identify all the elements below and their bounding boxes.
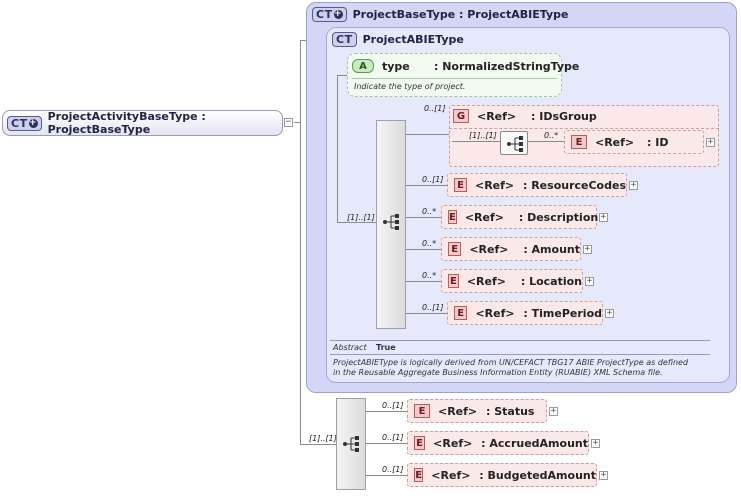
- collapse-toggle[interactable]: −: [284, 117, 293, 127]
- element-location[interactable]: E <Ref>: Location: [441, 269, 583, 293]
- element-icon: E: [448, 274, 459, 288]
- sequence-cardinality: [1]..[1]: [347, 213, 375, 222]
- element-id[interactable]: E <Ref>: ID: [564, 130, 704, 154]
- complex-type-icon: CT+: [7, 115, 42, 131]
- element-icon: E: [448, 242, 462, 256]
- sequence-icon: [341, 435, 361, 457]
- abstract-value: True: [376, 343, 396, 352]
- complex-type-icon: CT: [332, 32, 357, 47]
- inner-type-title: CT ProjectABIEType: [332, 32, 464, 47]
- amount-cardinality: 0..*: [422, 239, 437, 248]
- element-icon: E: [414, 468, 424, 482]
- timeperiod-cardinality: 0..[1]: [422, 303, 444, 312]
- type-documentation-line1: ProjectABIEType is logically derived fro…: [333, 358, 689, 367]
- abstract-label: Abstract: [333, 343, 367, 352]
- outer-sequence-cardinality: [1]..[1]: [309, 434, 337, 443]
- sequence-icon: [381, 213, 401, 235]
- element-icon: E: [448, 210, 457, 224]
- attribute-icon: A: [352, 59, 374, 73]
- expand-toggle[interactable]: +: [599, 470, 608, 480]
- location-cardinality: 0..*: [422, 271, 437, 280]
- group-cardinality: 0..[1]: [424, 104, 446, 113]
- type-documentation-line2: in the Reusable Aggregate Business Infor…: [333, 368, 663, 377]
- accruedamount-cardinality: 0..[1]: [382, 433, 404, 442]
- status-cardinality: 0..[1]: [382, 401, 404, 410]
- attribute-documentation: Indicate the type of project.: [354, 82, 466, 91]
- element-icon: E: [454, 178, 467, 192]
- expand-toggle[interactable]: +: [591, 438, 600, 448]
- group-header: G <Ref>: IDsGroup: [453, 109, 597, 123]
- element-icon: E: [414, 436, 426, 450]
- expand-toggle[interactable]: +: [583, 244, 592, 254]
- element-description[interactable]: E <Ref>: Description: [441, 205, 598, 229]
- root-type-label: ProjectActivityBaseType : ProjectBaseTyp…: [47, 110, 206, 136]
- element-status[interactable]: E <Ref>: Status: [407, 399, 547, 423]
- expand-toggle[interactable]: +: [629, 180, 638, 190]
- expand-toggle[interactable]: +: [585, 276, 594, 286]
- element-resourcecodes[interactable]: E <Ref>: ResourceCodes: [447, 173, 627, 197]
- element-icon: E: [414, 404, 430, 418]
- element-amount[interactable]: E <Ref>: Amount: [441, 237, 581, 261]
- attribute-name: type: [382, 59, 410, 73]
- element-icon: E: [571, 135, 587, 149]
- expand-toggle[interactable]: +: [605, 308, 614, 318]
- group-sequence-cardinality: [1]..[1]: [469, 131, 497, 140]
- attribute-type[interactable]: A type : NormalizedStringType Indicate t…: [347, 53, 579, 97]
- outer-type-title: CT+ ProjectBaseType : ProjectABIEType: [312, 7, 568, 22]
- group-sequence-compositor: [500, 131, 528, 155]
- element-accruedamount[interactable]: E <Ref>: AccruedAmount: [407, 431, 589, 455]
- expand-toggle[interactable]: +: [549, 406, 558, 416]
- id-cardinality: 0..*: [544, 131, 559, 140]
- element-timeperiod[interactable]: E <Ref>: TimePeriod: [447, 301, 603, 325]
- expand-toggle[interactable]: +: [706, 137, 715, 147]
- element-budgetedamount[interactable]: E <Ref>: BudgetedAmount: [407, 463, 597, 487]
- expand-toggle[interactable]: +: [599, 212, 608, 222]
- resourcecodes-cardinality: 0..[1]: [422, 175, 444, 184]
- description-cardinality: 0..*: [422, 207, 437, 216]
- group-icon: G: [453, 109, 469, 123]
- complex-type-icon: CT+: [312, 7, 347, 22]
- budgetedamount-cardinality: 0..[1]: [382, 465, 404, 474]
- attribute-type-name: : NormalizedStringType: [434, 59, 580, 73]
- root-complex-type[interactable]: CT+ ProjectActivityBaseType : ProjectBas…: [2, 110, 283, 136]
- element-icon: E: [454, 306, 468, 320]
